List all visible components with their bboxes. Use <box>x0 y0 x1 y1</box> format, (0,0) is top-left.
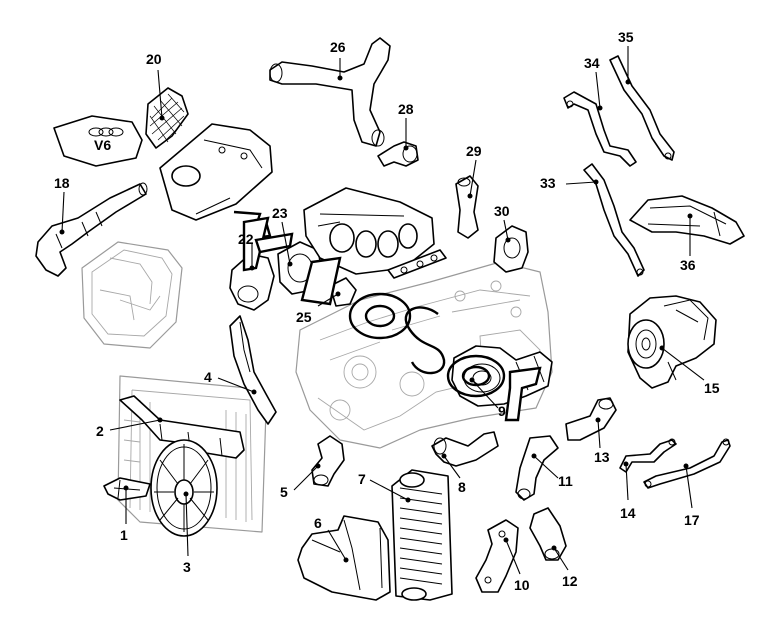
intake-manifold <box>303 187 435 275</box>
part-25-sensor <box>329 277 357 307</box>
callout-28: 28 <box>398 101 414 117</box>
callout-20: 20 <box>146 51 162 67</box>
part-33-pipe <box>583 163 645 277</box>
callout-22: 22 <box>238 231 254 247</box>
callout-1: 1 <box>120 527 128 543</box>
callout-13: 13 <box>594 449 610 465</box>
part-29-hose <box>455 175 479 239</box>
part-6-air-duct <box>297 515 391 601</box>
part-36-heat-shield <box>629 195 745 245</box>
part-17-pipe <box>643 438 731 489</box>
callout-7: 7 <box>358 471 366 487</box>
part-20-filter-element <box>145 87 189 149</box>
part-30-thermostat-housing <box>493 225 529 273</box>
part-4-hose <box>229 315 277 425</box>
part-13-hose <box>565 397 617 441</box>
part-8-hose <box>431 431 499 467</box>
callout-8: 8 <box>458 479 466 495</box>
part-18-intake-pipe <box>35 182 148 277</box>
part-15-turbocharger <box>627 295 717 389</box>
callout-10: 10 <box>514 577 530 593</box>
callout-14: 14 <box>620 505 636 521</box>
callout-9: 9 <box>498 403 506 419</box>
watermark-outline <box>233 210 542 422</box>
callout-25: 25 <box>296 309 312 325</box>
callout-12: 12 <box>562 573 578 589</box>
callout-6: 6 <box>314 515 322 531</box>
part-26-pipe <box>269 37 391 147</box>
callout-15: 15 <box>704 380 720 396</box>
callout-2: 2 <box>96 423 104 439</box>
part-3-fan <box>150 439 218 537</box>
callout-34: 34 <box>584 55 600 71</box>
part-34-pipe <box>563 91 637 167</box>
engine-cover-logo-panel: V6 <box>53 115 143 167</box>
v6-logo-text: V6 <box>94 137 111 153</box>
leader-lines <box>59 46 705 575</box>
callout-35: 35 <box>618 29 634 45</box>
part-7-intercooler <box>391 469 453 601</box>
callout-18: 18 <box>54 175 70 191</box>
part-12-hose <box>529 507 567 561</box>
part-10-bracket <box>475 519 519 593</box>
part-14-pipe <box>619 438 677 473</box>
callout-11: 11 <box>558 473 573 489</box>
part-35-pipe <box>609 55 675 161</box>
callout-labels: 1 2 3 4 5 6 7 8 9 10 11 12 13 14 15 17 1… <box>54 29 720 593</box>
callout-29: 29 <box>466 143 482 159</box>
part-11-hose <box>515 435 559 501</box>
callout-33: 33 <box>540 175 556 191</box>
callout-4: 4 <box>204 369 212 385</box>
callout-17: 17 <box>684 512 700 528</box>
callout-36: 36 <box>680 257 696 273</box>
callout-30: 30 <box>494 203 510 219</box>
callout-3: 3 <box>183 559 191 575</box>
callout-23: 23 <box>272 205 288 221</box>
part-5-hose <box>311 435 345 487</box>
air-filter-housing-ghost <box>81 241 183 349</box>
callout-26: 26 <box>330 39 346 55</box>
engine-cover-main <box>159 123 273 221</box>
manifold-gasket <box>387 249 447 279</box>
part-28-hose <box>377 141 419 167</box>
callout-5: 5 <box>280 484 288 500</box>
